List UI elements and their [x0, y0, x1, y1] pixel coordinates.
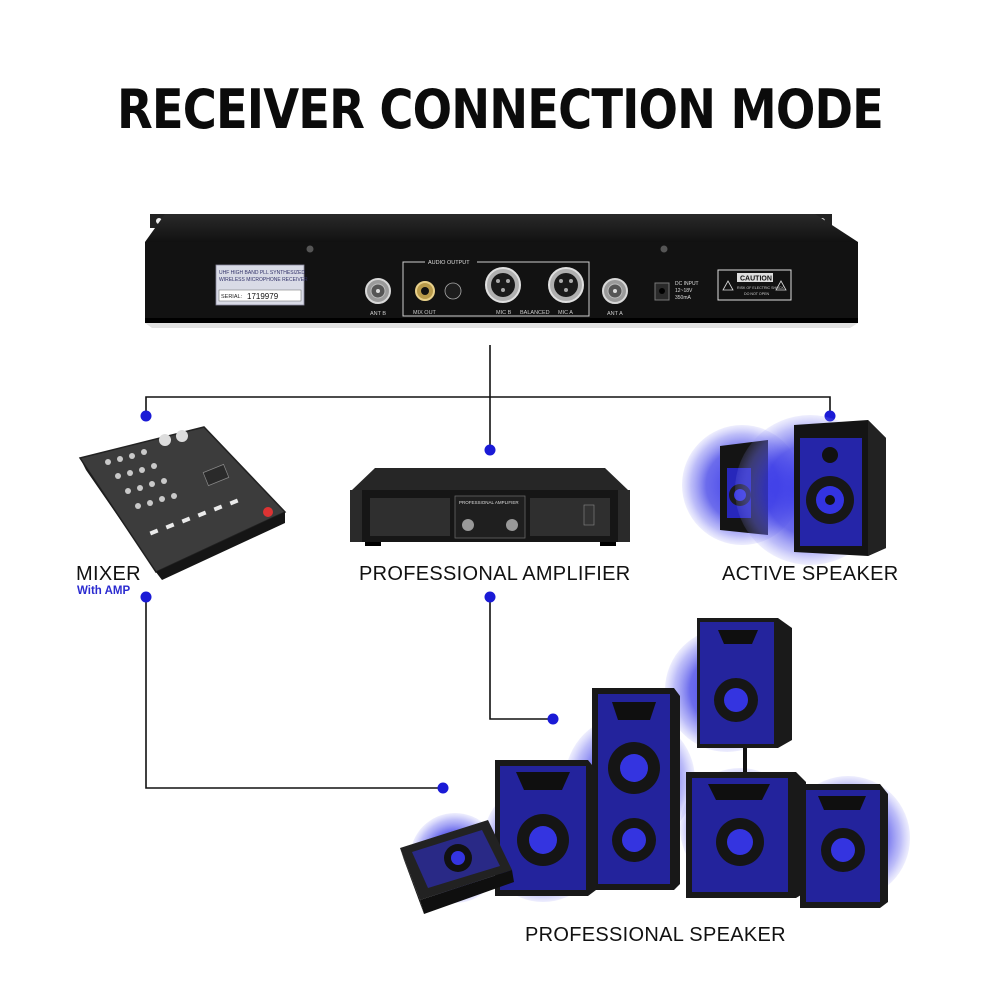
- page-title: RECEIVER CONNECTION MODE: [116, 78, 884, 141]
- logo-icon: [444, 282, 462, 300]
- serial-label: SERIAL:: [221, 294, 243, 300]
- dc-input-label-3: 350mA: [675, 295, 692, 301]
- professional-speaker-label: PROFESSIONAL SPEAKER: [525, 924, 786, 946]
- ant-b-connector: [365, 278, 391, 304]
- receiver-unit: UHF HIGH BAND PLL SYNTHESIZED WIRELESS M…: [145, 214, 858, 328]
- caution-sub-1: RISK OF ELECTRIC SHOCK: [737, 286, 785, 290]
- receiver-top: [145, 214, 858, 242]
- mix-out-label: MIX OUT: [413, 310, 437, 316]
- connector-dot-mixer-out: [140, 591, 152, 603]
- ant-a-label: ANT A: [607, 311, 623, 317]
- amplifier-badge: PROFESSIONAL AMPLIFIER: [459, 500, 519, 505]
- connection-lines: [145, 345, 831, 789]
- xlr-mic-b-connector: [485, 267, 521, 303]
- connector-dot-mixer-in: [140, 410, 152, 422]
- line-top-bus: [145, 396, 831, 415]
- active-speaker-image: [682, 415, 886, 565]
- connector-dot-amp-out: [484, 591, 496, 603]
- mixer-sublabel: With AMP: [77, 585, 131, 597]
- line-amp-to-speakers: [489, 597, 551, 720]
- balanced-label: BALANCED: [520, 310, 550, 316]
- professional-speaker-image: [400, 618, 910, 914]
- mixer-image: [78, 426, 287, 580]
- dc-input-label-2: 12~18V: [675, 288, 693, 294]
- caution-sub-2: DO NOT OPEN: [744, 292, 769, 296]
- warning-icon: [775, 280, 787, 291]
- mic-b-label: MIC B: [496, 310, 512, 316]
- connector-dot-amp-in: [484, 444, 496, 456]
- line-mixer-to-speakers: [145, 597, 442, 789]
- receiver-panel-text-2: WIRELESS MICROPHONE RECEIVER: [219, 277, 308, 283]
- audio-output-label: AUDIO OUTPUT: [428, 260, 470, 266]
- ant-b-label: ANT B: [370, 311, 386, 317]
- dc-input-label-1: DC INPUT: [675, 281, 699, 287]
- amplifier-label: PROFESSIONAL AMPLIFIER: [359, 563, 631, 585]
- active-speaker-label: ACTIVE SPEAKER: [722, 563, 899, 585]
- warning-icon: [722, 280, 734, 291]
- ant-a-connector: [602, 278, 628, 304]
- xlr-mic-a-connector: [548, 267, 584, 303]
- serial-value: 1719979: [247, 292, 279, 301]
- connector-dot-speakers-b: [437, 782, 449, 794]
- mic-a-label: MIC A: [558, 310, 573, 316]
- audio-output-box: [402, 261, 590, 317]
- caution-text: CAUTION: [740, 276, 772, 283]
- mixer-label: MIXER: [76, 563, 141, 585]
- amplifier-image: PROFESSIONAL AMPLIFIER: [350, 468, 630, 546]
- receiver-panel-text-1: UHF HIGH BAND PLL SYNTHESIZED: [219, 270, 305, 276]
- connector-dot-speakers-a: [547, 713, 559, 725]
